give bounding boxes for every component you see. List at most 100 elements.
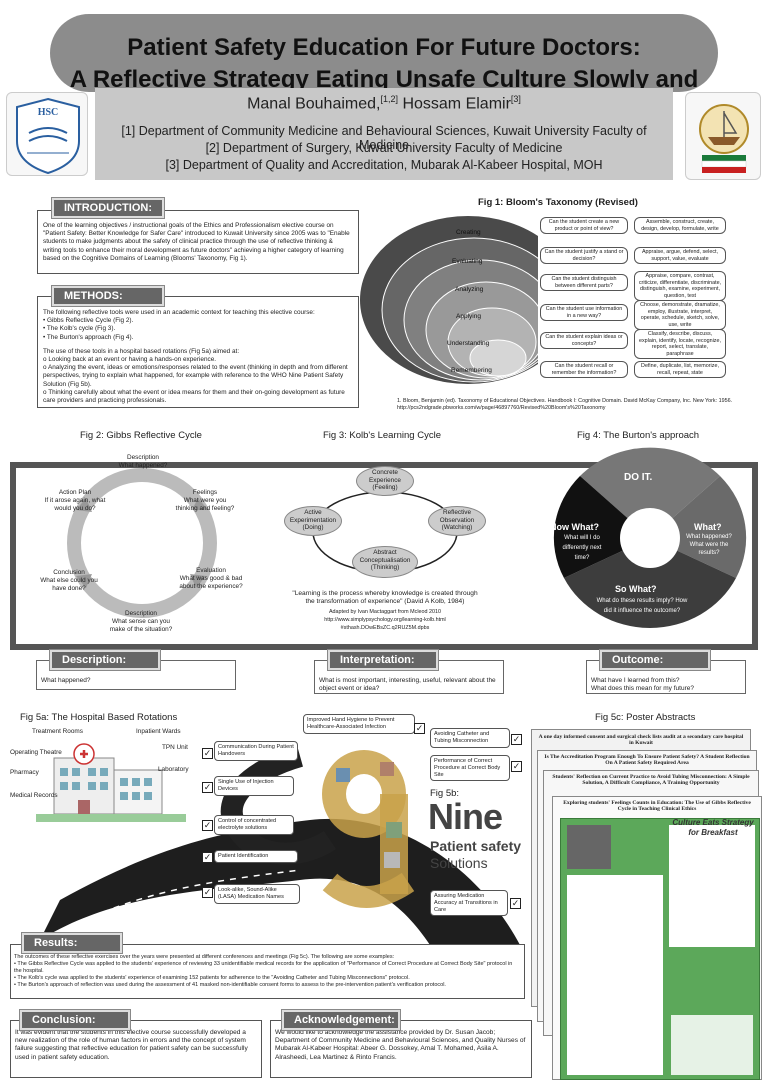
rotation-treatment-rooms: Treatment Rooms (32, 728, 83, 735)
burton-so-what: So What? (615, 584, 657, 594)
conclusion-heading: Conclusion: (20, 1010, 130, 1030)
kolb-abstract-label: Abstract Conceptualisation (Thinking) (359, 549, 411, 571)
gibbs-feelings-name: Feelings (192, 489, 218, 496)
author-1: Manal Bouhaimed, (247, 95, 381, 113)
burton-so-what-sub: What do these results imply? How did it … (596, 598, 688, 614)
fig2-title: Fig 2: Gibbs Reflective Cycle (80, 430, 202, 441)
methods-aim-1: o Looking back at an event or having a h… (43, 356, 217, 364)
check-icon: ✓ (202, 852, 213, 863)
kolb-quote: "Learning is the process whereby knowled… (292, 590, 478, 605)
introduction-box: One of the learning objectives / instruc… (37, 210, 359, 274)
kolb-url-1: http://www.simplypsychology.org/learning… (324, 617, 446, 623)
introduction-heading: INTRODUCTION: (52, 198, 164, 218)
check-icon: ✓ (202, 782, 213, 793)
hospital-illustration (36, 743, 186, 822)
check-icon: ✓ (202, 820, 213, 831)
poster-green-body (560, 818, 760, 1080)
description-heading: Description: (50, 650, 160, 670)
rotation-operating-theatre: Operating Theatre (10, 749, 62, 756)
interpretation-heading: Interpretation: (328, 650, 438, 670)
rotation-tpn-unit: TPN Unit (162, 744, 188, 751)
bloom-level-applying: Applying (456, 313, 481, 320)
gibbs-action-q: If it arose again, what would you do? (44, 497, 106, 513)
bloom-verbs-6: Define, duplicate, list, memorize, recal… (634, 361, 726, 378)
solution-patient-identification: Patient Identification (214, 850, 298, 863)
results-heading: Results: (22, 933, 122, 953)
ministry-of-health-logo (685, 92, 761, 180)
poster-title-line1: Patient Safety Education For Future Doct… (127, 34, 641, 61)
methods-aim-2: o Analyzing the event, ideas or emotions… (43, 364, 348, 388)
check-icon: ✓ (414, 723, 425, 734)
outcome-text-1: What have I learned from this? (591, 677, 680, 684)
bloom-nested-ellipses (360, 216, 538, 384)
affiliation-3: [3] Department of Quality and Accreditat… (165, 158, 603, 172)
results-box: The outcomes of these reflective exercis… (10, 944, 525, 999)
poster-1-title: A one day informed consent and surgical … (538, 734, 744, 746)
bloom-verbs-1: Assemble, construct, create, design, dev… (634, 217, 726, 234)
results-line-2: • The Gibbs Reflective Cycle was applied… (14, 961, 513, 974)
bloom-level-evaluating: Evaluating (452, 258, 483, 265)
title-band: Patient Safety Education For Future Doct… (50, 14, 718, 121)
gibbs-description-q: What happened? (118, 462, 168, 470)
acknowledgement-heading: Acknowledgement: (282, 1010, 400, 1030)
check-icon: ✓ (202, 748, 213, 759)
burton-what: What? (694, 522, 722, 532)
methods-tool-1: • Gibbs Reflective Cycle (Fig 2). (43, 317, 134, 325)
bloom-level-analyzing: Analyzing (455, 286, 484, 293)
results-line-3: • The Kolb's cycle was applied to the st… (14, 975, 410, 981)
affiliation-2: [2] Department of Surgery, Kuwait Univer… (205, 141, 563, 155)
solution-catheter-tubing: Avoiding Catheter and Tubing Misconnecti… (430, 728, 510, 748)
methods-intro: The following reflective tools were used… (43, 309, 315, 316)
kolb-stage-abstract: Abstract Conceptualisation (Thinking) (352, 546, 418, 578)
fig3-title: Fig 3: Kolb's Learning Cycle (323, 430, 441, 441)
fig5a-title: Fig 5a: The Hospital Based Rotations (20, 712, 178, 723)
fig5b-title: Fig 5b: (430, 788, 460, 799)
solution-single-use-injection: Single Use of Injection Devices (214, 776, 294, 796)
introduction-text: One of the learning objectives / instruc… (43, 222, 350, 262)
gibbs-evaluation-name: Evaluation (196, 567, 226, 574)
kuwait-university-logo: HSC (6, 92, 88, 176)
gibbs-cycle-ring (67, 468, 217, 618)
bloom-verbs-5: Classify, describe, discuss, explain, id… (634, 329, 726, 359)
fig5b-patient-safety: Patient safety (430, 838, 522, 854)
kolb-stage-reflective: Reflective Observation (Watching) (428, 506, 486, 536)
bloom-reference: 1. Bloom, Benjamin (ed). Taxonomy of Edu… (397, 398, 733, 411)
rotation-laboratory: Laboratory (158, 766, 189, 773)
author-2-affil: [3] (510, 94, 521, 104)
solution-correct-procedure: Performance of Correct Procedure at Corr… (430, 755, 510, 782)
gibbs-action-name: Action Plan (58, 489, 92, 496)
kolb-stage-active: Active Experimentation (Doing) (284, 506, 342, 536)
kolb-url-2: #sthash.DOwEBsZC.q2RUZ5M.dpbs (340, 625, 430, 631)
bloom-question-5: Can the student explain ideas or concept… (540, 332, 628, 349)
bloom-level-understanding: Understanding (447, 340, 490, 347)
author-2: Hossam Elamir (398, 95, 511, 113)
poster-2-title: Is The Accreditation Program Enough To E… (544, 754, 750, 766)
poster-cartoon-caption: Culture Eats Strategy for Breakfast (672, 818, 754, 837)
solution-electrolytes: Control of concentrated electrolyte solu… (214, 815, 294, 835)
methods-tool-3: • The Burton's approach (Fig 4). (43, 333, 134, 341)
bloom-question-4: Can the student use information in a new… (540, 304, 628, 321)
bloom-question-3: Can the student distinguish between diff… (540, 274, 628, 291)
burton-now-what: Now What? (550, 522, 599, 532)
methods-aim-3: o Thinking carefully about what the even… (43, 388, 345, 405)
fig1-title: Fig 1: Bloom's Taxonomy (Revised) (478, 197, 638, 208)
gibbs-conclusion-q: What else could you have done? (40, 577, 98, 593)
bloom-verbs-2: Appraise, argue, defend, select, support… (634, 247, 726, 264)
outcome-heading: Outcome: (600, 650, 710, 670)
kolb-active-label: Active Experimentation (Doing) (289, 509, 337, 531)
nine-collage (322, 750, 415, 908)
kolb-adapted: Adapted by Ivan Mactaggart from Mcleod 2… (328, 609, 442, 615)
bloom-verbs-3: Appraise, compare, contrast, criticize, … (634, 271, 726, 301)
affiliation-1: [1] Department of Community Medicine and… (121, 124, 647, 152)
solution-hand-hygiene: Improved Hand Hygiene to Prevent Healthc… (303, 714, 415, 734)
results-line-4: • The Burton's approach of reflection wa… (14, 982, 446, 988)
solution-lasa: Look-alike, Sound-Alike (LASA) Medicatio… (214, 884, 300, 904)
bloom-level-creating: Creating (456, 229, 481, 236)
gibbs-evaluation-q: What was good & bad about the experience… (179, 575, 243, 591)
author-1-affil: [1,2] (380, 94, 398, 104)
conclusion-box: It was evident that the students in this… (10, 1020, 262, 1078)
